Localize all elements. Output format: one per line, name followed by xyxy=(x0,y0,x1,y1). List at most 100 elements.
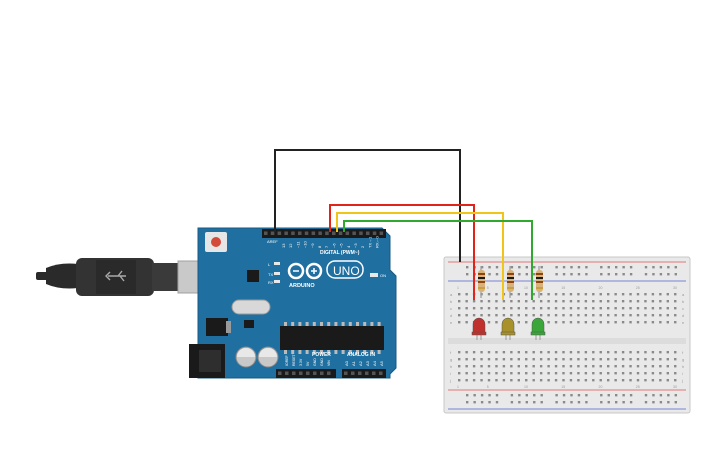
breadboard-hole[interactable] xyxy=(577,293,580,296)
breadboard-hole[interactable] xyxy=(480,351,483,354)
breadboard-hole[interactable] xyxy=(487,365,491,368)
breadboard-hole[interactable] xyxy=(562,314,565,317)
breadboard-hole[interactable] xyxy=(607,365,610,368)
header-hole[interactable] xyxy=(358,371,362,376)
rail-hole[interactable] xyxy=(562,273,566,276)
rail-hole[interactable] xyxy=(667,273,670,276)
breadboard-hole[interactable] xyxy=(666,293,669,296)
rail-hole[interactable] xyxy=(600,394,603,397)
header-hole[interactable] xyxy=(332,231,336,236)
breadboard-hole[interactable] xyxy=(554,293,558,296)
rail-hole[interactable] xyxy=(629,273,633,276)
breadboard-hole[interactable] xyxy=(562,372,565,375)
header-hole[interactable] xyxy=(285,371,289,376)
rail-hole[interactable] xyxy=(674,273,677,276)
breadboard-hole[interactable] xyxy=(629,379,632,382)
breadboard-hole[interactable] xyxy=(547,300,550,303)
breadboard-hole[interactable] xyxy=(562,358,565,361)
breadboard-hole[interactable] xyxy=(644,293,647,296)
rail-hole[interactable] xyxy=(488,401,491,404)
rail-hole[interactable] xyxy=(615,273,618,276)
breadboard-hole[interactable] xyxy=(599,314,602,317)
breadboard-hole[interactable] xyxy=(607,351,610,354)
breadboard-hole[interactable] xyxy=(539,372,543,375)
breadboard-hole[interactable] xyxy=(599,351,602,354)
header-hole[interactable] xyxy=(264,231,268,236)
breadboard-hole[interactable] xyxy=(644,358,647,361)
rail-hole[interactable] xyxy=(585,401,588,404)
breadboard-hole[interactable] xyxy=(495,300,498,303)
breadboard-hole[interactable] xyxy=(644,300,647,303)
rail-hole[interactable] xyxy=(466,401,469,404)
breadboard-hole[interactable] xyxy=(517,293,520,296)
header-hole[interactable] xyxy=(292,371,296,376)
breadboard-hole[interactable] xyxy=(510,293,513,296)
breadboard-hole[interactable] xyxy=(666,307,669,310)
breadboard-hole[interactable] xyxy=(599,379,602,382)
usb-cable[interactable] xyxy=(36,258,213,296)
breadboard-hole[interactable] xyxy=(554,365,558,368)
breadboard-hole[interactable] xyxy=(539,365,543,368)
rail-hole[interactable] xyxy=(570,273,573,276)
breadboard-hole[interactable] xyxy=(659,300,662,303)
header-hole[interactable] xyxy=(379,231,384,236)
header-hole[interactable] xyxy=(311,231,316,236)
breadboard-hole[interactable] xyxy=(525,307,528,310)
breadboard-hole[interactable] xyxy=(472,351,476,354)
breadboard-hole[interactable] xyxy=(666,379,669,382)
breadboard-hole[interactable] xyxy=(651,293,655,296)
rail-hole[interactable] xyxy=(466,394,469,397)
header-hole[interactable] xyxy=(284,231,288,236)
resistor-1[interactable] xyxy=(478,266,485,298)
rail-hole[interactable] xyxy=(615,401,618,404)
breadboard-hole[interactable] xyxy=(465,314,468,317)
breadboard-hole[interactable] xyxy=(674,365,677,368)
header-hole[interactable] xyxy=(306,371,310,376)
breadboard-hole[interactable] xyxy=(532,365,535,368)
breadboard-hole[interactable] xyxy=(636,365,640,368)
breadboard-hole[interactable] xyxy=(644,372,647,375)
header-hole[interactable] xyxy=(304,231,309,236)
breadboard-hole[interactable] xyxy=(532,300,535,303)
rail-hole[interactable] xyxy=(615,394,618,397)
breadboard-hole[interactable] xyxy=(592,365,595,368)
breadboard-hole[interactable] xyxy=(584,365,588,368)
rail-hole[interactable] xyxy=(674,394,677,397)
breadboard-hole[interactable] xyxy=(621,307,625,310)
breadboard-hole[interactable] xyxy=(547,372,550,375)
header-hole[interactable] xyxy=(325,231,329,236)
rail-hole[interactable] xyxy=(600,273,603,276)
breadboard-hole[interactable] xyxy=(517,358,520,361)
breadboard-hole[interactable] xyxy=(659,314,662,317)
breadboard-hole[interactable] xyxy=(629,300,632,303)
rail-hole[interactable] xyxy=(510,401,514,404)
breadboard-hole[interactable] xyxy=(629,358,632,361)
breadboard-hole[interactable] xyxy=(472,365,476,368)
breadboard-hole[interactable] xyxy=(621,365,625,368)
breadboard-hole[interactable] xyxy=(584,358,588,361)
breadboard-hole[interactable] xyxy=(577,321,580,324)
header-hole[interactable] xyxy=(372,371,376,376)
breadboard-hole[interactable] xyxy=(651,379,655,382)
breadboard-hole[interactable] xyxy=(584,307,588,310)
breadboard-hole[interactable] xyxy=(607,379,610,382)
breadboard-hole[interactable] xyxy=(458,379,461,382)
breadboard-hole[interactable] xyxy=(636,379,640,382)
breadboard-hole[interactable] xyxy=(517,365,520,368)
breadboard-hole[interactable] xyxy=(562,365,565,368)
breadboard-hole[interactable] xyxy=(577,372,580,375)
rail-hole[interactable] xyxy=(540,401,543,404)
breadboard-hole[interactable] xyxy=(465,372,468,375)
breadboard-hole[interactable] xyxy=(599,293,602,296)
breadboard-hole[interactable] xyxy=(569,321,573,324)
wires[interactable] xyxy=(274,149,533,300)
breadboard-hole[interactable] xyxy=(554,372,558,375)
header-hole[interactable] xyxy=(278,371,282,376)
breadboard-hole[interactable] xyxy=(674,321,677,324)
breadboard-hole[interactable] xyxy=(495,314,498,317)
breadboard-hole[interactable] xyxy=(636,293,640,296)
rail-hole[interactable] xyxy=(629,394,633,397)
breadboard-hole[interactable] xyxy=(532,351,535,354)
breadboard-hole[interactable] xyxy=(554,379,558,382)
breadboard-hole[interactable] xyxy=(539,358,543,361)
